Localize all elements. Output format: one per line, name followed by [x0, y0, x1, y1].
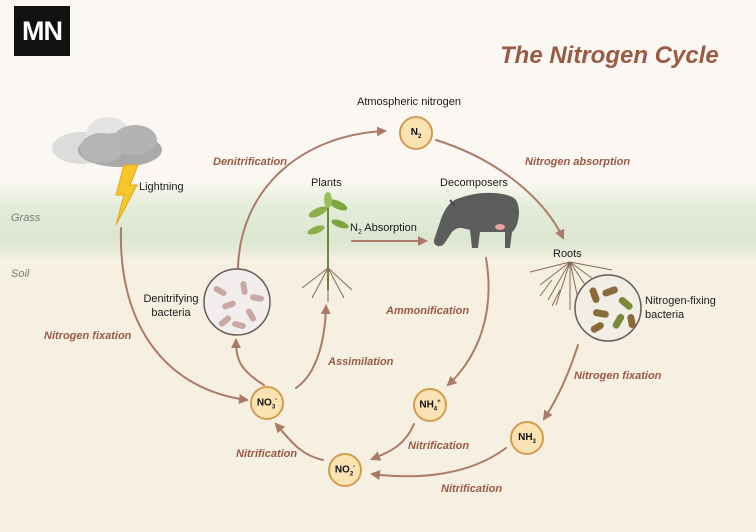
- denitrifying-bacteria-icon: [203, 268, 271, 336]
- process-nitrification-1: Nitrification: [236, 448, 298, 460]
- process-denitrification: Denitrification: [213, 156, 287, 168]
- process-assimilation: Assimilation: [328, 356, 394, 368]
- zone-label-soil: Soil: [11, 268, 30, 280]
- plant-icon: [301, 192, 353, 302]
- node-label-no2: NO2-: [334, 464, 356, 478]
- node-no2: [328, 453, 362, 487]
- label-roots: Roots: [553, 248, 582, 260]
- diagram-title: The Nitrogen Cycle: [500, 42, 719, 69]
- label-lightning: Lightning: [139, 181, 184, 193]
- node-n2: [399, 116, 433, 150]
- label-atmospheric-nitrogen: Atmospheric nitrogen: [357, 96, 461, 108]
- label-decomposers: Decomposers: [440, 177, 508, 189]
- arrow-nitrogen-absorption: [435, 139, 565, 240]
- arrow-ammonification: [446, 257, 490, 387]
- process-ammonification: Ammonification: [386, 305, 470, 317]
- lightning-icon: [115, 164, 139, 226]
- label-n2-absorption: N2 Absorption: [350, 222, 417, 237]
- process-nitrification-2: Nitrification: [408, 440, 470, 452]
- node-label-nh4: NH4+: [419, 399, 441, 413]
- node-no3: [250, 386, 284, 420]
- node-label-no3: NO3-: [256, 397, 278, 411]
- arrow-nitrogen-fixation-right: [542, 344, 579, 421]
- label-nitrogen-fixing-bacteria: Nitrogen-fixing bacteria: [645, 295, 716, 321]
- zone-label-grass: Grass: [11, 212, 41, 224]
- soil-area: [0, 258, 756, 532]
- label-plants: Plants: [311, 177, 342, 189]
- node-nh3: [510, 421, 544, 455]
- arrow-denitrification: [237, 126, 387, 269]
- cow-icon: [433, 192, 519, 248]
- node-nh4: [413, 388, 447, 422]
- node-label-n2: N2: [410, 127, 422, 140]
- arrow-nitrogen-fixation-left: [119, 227, 249, 404]
- process-nitrogen-absorption: Nitrogen absorption: [525, 156, 631, 168]
- arrow-nitrification-2: [370, 423, 415, 461]
- nitrogen-fixing-bacteria-icon: [574, 274, 642, 342]
- label-denitrifying-bacteria: Denitrifying bacteria: [143, 293, 199, 319]
- grass-band: [0, 180, 756, 260]
- arrow-nitrification-3: [370, 447, 507, 480]
- arrow-assimilation: [295, 304, 331, 389]
- arrow-nitrification-1: [274, 422, 324, 461]
- logo: MN: [14, 6, 70, 56]
- process-nitrogen-fixation-left: Nitrogen fixation: [44, 330, 132, 342]
- process-nitrogen-fixation-right: Nitrogen fixation: [574, 370, 662, 382]
- cloud-icon: [52, 117, 162, 167]
- node-label-nh3: NH3: [518, 432, 536, 445]
- arrow-no3-to-bacteria: [231, 338, 265, 386]
- process-nitrification-3: Nitrification: [441, 483, 503, 495]
